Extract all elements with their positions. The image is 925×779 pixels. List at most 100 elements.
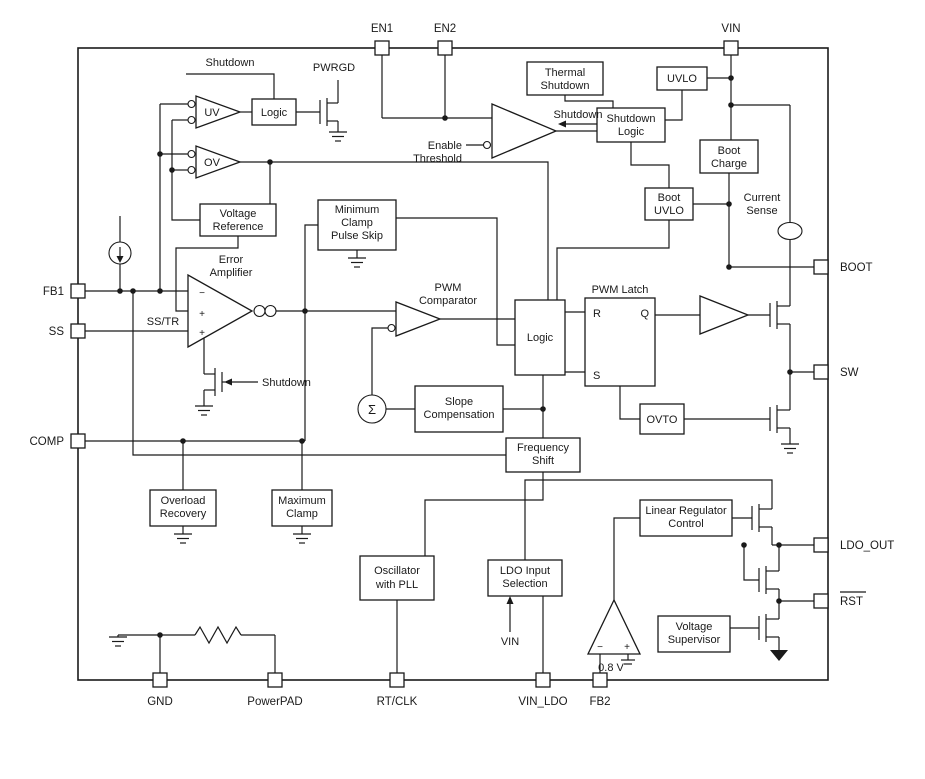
pin-rst-label: RST <box>840 596 863 608</box>
minus-sign: − <box>199 288 205 299</box>
pin-comp <box>70 433 86 449</box>
block-label: with PLL <box>375 579 418 591</box>
rst-upper-fet-icon <box>758 566 779 594</box>
pin-en1 <box>374 40 390 56</box>
block-label: Boot <box>718 145 741 157</box>
gm-output-icon <box>253 304 266 318</box>
block-label: Maximum <box>278 495 326 507</box>
block-label: UVLO <box>654 205 684 217</box>
pwm-comparator <box>387 301 442 337</box>
latch-q-label: Q <box>640 308 649 320</box>
pin-ldo-out-label: LDO_OUT <box>840 540 894 552</box>
block-label: Slope <box>445 396 473 408</box>
pin-vin-ldo-label: VIN_LDO <box>518 696 567 708</box>
pin-ss <box>70 323 86 339</box>
enable-threshold-label: Enable <box>428 140 462 152</box>
block-minimum-clamp: Minimum Clamp Pulse Skip <box>317 199 397 251</box>
pin-fb2-label: FB2 <box>589 696 610 708</box>
ground-icon <box>173 533 193 544</box>
pwm-latch-label: PWM Latch <box>592 284 649 296</box>
block-label: Overload <box>161 495 206 507</box>
ldo-pass-fet-icon <box>751 504 772 532</box>
ground-icon <box>194 405 214 416</box>
inverter-bubble-icon <box>187 115 196 125</box>
block-label: LDO Input <box>500 565 550 577</box>
pwm-comparator-label: Comparator <box>419 295 477 307</box>
gate-driver <box>699 295 750 335</box>
high-side-fet-icon <box>769 301 790 329</box>
block-label: Thermal <box>545 67 585 79</box>
block-label: Logic <box>527 332 554 344</box>
solid-ground-icon <box>770 650 788 661</box>
current-source-icon <box>108 241 132 265</box>
block-label: Pulse Skip <box>331 230 383 242</box>
block-label: Minimum <box>335 204 380 216</box>
block-label: Shutdown <box>607 113 656 125</box>
shutdown-signal-label: Shutdown <box>554 109 603 121</box>
inverter-bubble-icon <box>187 165 196 175</box>
block-label: Boot <box>658 192 681 204</box>
sigma-label: Σ <box>368 402 376 417</box>
block-label: Supervisor <box>668 634 721 646</box>
vref-ldo-label: 0.8 V <box>598 662 624 674</box>
pin-powerpad <box>267 672 283 688</box>
block-label: Clamp <box>286 508 318 520</box>
gm-output-icon <box>264 304 277 318</box>
block-thermal-shutdown: Thermal Shutdown <box>526 61 604 96</box>
pin-en2 <box>437 40 453 56</box>
block-logic-top: Logic <box>251 98 297 126</box>
enable-threshold-label: Threshold <box>413 153 462 165</box>
minus-sign: − <box>597 642 603 653</box>
block-overload-recovery: Overload Recovery <box>149 489 217 527</box>
latch-s-label: S <box>593 370 600 382</box>
pwrgd-label: PWRGD <box>313 62 355 74</box>
block-boot-charge: Boot Charge <box>699 139 759 174</box>
ldo-error-amplifier: − + <box>586 598 642 655</box>
low-side-fet-icon <box>769 405 790 433</box>
current-sense-label: Sense <box>746 205 777 217</box>
block-slope-compensation: Slope Compensation <box>414 385 504 433</box>
vin-arrow-icon <box>506 596 514 604</box>
block-voltage-supervisor: Voltage Supervisor <box>657 615 731 653</box>
plus-sign: + <box>199 309 205 320</box>
enable-comparator <box>482 103 558 159</box>
block-shutdown-logic: Shutdown Logic <box>596 107 666 143</box>
pin-boot <box>813 259 829 275</box>
pin-fb2 <box>592 672 608 688</box>
block-label: Frequency <box>517 442 569 454</box>
shutdown-arrow-icon <box>558 120 566 128</box>
pin-powerpad-label: PowerPAD <box>247 696 302 708</box>
ground-icon <box>780 443 800 454</box>
pin-comp-label: COMP <box>30 436 65 448</box>
current-sense-label: Current <box>744 192 781 204</box>
free-labels: Shutdown PWRGD Enable Threshold Shutdown… <box>147 57 781 674</box>
pin-gnd-label: GND <box>147 696 173 708</box>
block-label: Charge <box>711 158 747 170</box>
pin-boot-label: BOOT <box>840 262 873 274</box>
block-label: OVTO <box>647 414 678 426</box>
block-label: Recovery <box>160 508 207 520</box>
ov-label: OV <box>204 157 221 169</box>
pin-en1-label: EN1 <box>371 23 393 35</box>
pin-ldo-out <box>813 537 829 553</box>
block-logic-center: Logic <box>514 299 566 376</box>
block-label: Voltage <box>220 208 257 220</box>
pin-rt-clk-label: RT/CLK <box>377 696 418 708</box>
block-label: Reference <box>213 221 264 233</box>
pin-rst <box>813 593 829 609</box>
ground-icon <box>292 533 312 544</box>
block-linear-regulator-control: Linear Regulator Control <box>639 499 733 537</box>
block-boot-uvlo: Boot UVLO <box>644 187 694 221</box>
ss-discharge-fet-icon <box>203 368 225 406</box>
block-ovto: OVTO <box>639 403 685 435</box>
ground-icon <box>108 636 128 647</box>
block-label: UVLO <box>667 73 697 85</box>
ground-icon <box>347 257 367 268</box>
current-sense-icon <box>777 221 803 241</box>
pin-gnd <box>152 672 168 688</box>
pwrgd-fet-icon <box>319 98 338 126</box>
sigma-summer-icon: Σ <box>357 394 387 424</box>
ss-tr-label: SS/TR <box>147 316 179 328</box>
block-label: Logic <box>261 107 288 119</box>
block-pwm-latch: PWM Latch R Q S <box>584 284 656 387</box>
